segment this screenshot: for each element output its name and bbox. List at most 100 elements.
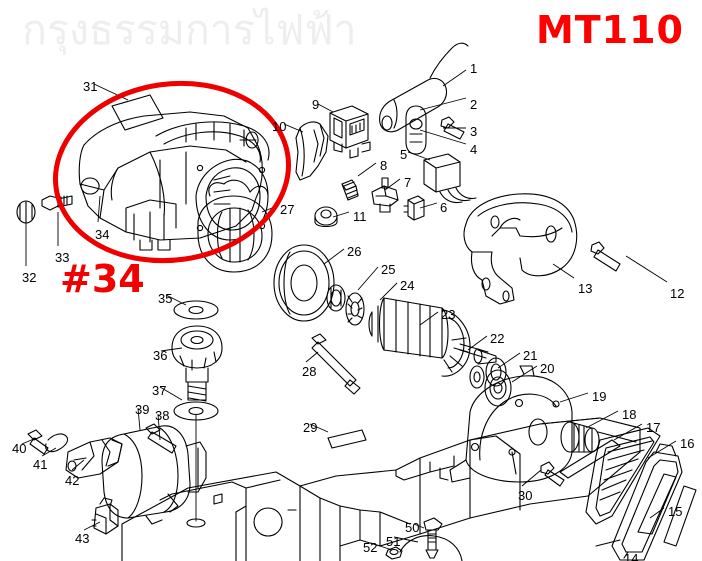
leader-line-40 bbox=[21, 437, 37, 445]
callout-number-25: 25 bbox=[381, 262, 396, 277]
part-21-washer bbox=[469, 365, 485, 389]
part-17-belt bbox=[585, 427, 661, 525]
part-26-ring bbox=[273, 244, 335, 322]
callout-number-35: 35 bbox=[158, 291, 173, 306]
callout-number-50: 50 bbox=[405, 520, 420, 535]
part-5-capacitor bbox=[423, 153, 477, 204]
leader-line-11 bbox=[332, 211, 350, 218]
part-50-bolt bbox=[423, 517, 443, 559]
leader-line-37 bbox=[159, 386, 183, 401]
part-22-bearing bbox=[485, 357, 507, 387]
leader-line-25 bbox=[357, 266, 379, 291]
callout-number-1: 1 bbox=[470, 61, 478, 76]
leader-line-5 bbox=[407, 151, 431, 161]
callout-number-30: 30 bbox=[518, 488, 533, 503]
part-2-cord-grip bbox=[379, 77, 448, 133]
highlight-ellipse bbox=[52, 80, 292, 264]
part-42-bracket bbox=[65, 437, 123, 479]
callout-number-38: 38 bbox=[155, 408, 170, 423]
callout-number-21: 21 bbox=[523, 348, 538, 363]
callout-number-7: 7 bbox=[404, 175, 412, 190]
model-title: MT110 bbox=[535, 8, 684, 52]
callout-number-26: 26 bbox=[347, 244, 362, 259]
leader-line-35 bbox=[165, 294, 187, 306]
callout-number-43: 43 bbox=[75, 531, 90, 546]
callout-number-41: 41 bbox=[33, 457, 48, 472]
callout-number-40: 40 bbox=[12, 441, 27, 456]
part-39-drum bbox=[101, 425, 207, 525]
part-9-switch bbox=[329, 105, 371, 159]
part-52-nut bbox=[385, 546, 403, 560]
callout-number-27: 27 bbox=[280, 202, 295, 217]
leader-line-6 bbox=[419, 202, 438, 209]
leader-line-36 bbox=[160, 347, 183, 352]
part-28-bolt bbox=[311, 333, 361, 395]
callout-number-36: 36 bbox=[153, 348, 168, 363]
leader-line-16 bbox=[647, 440, 677, 459]
callout-number-42: 42 bbox=[65, 473, 80, 488]
leader-line-17 bbox=[613, 423, 643, 441]
callout-number-14: 14 bbox=[624, 551, 639, 561]
part-8-spring bbox=[341, 179, 359, 201]
part-13-handle-shell bbox=[463, 193, 578, 305]
part-16-belt-cover bbox=[611, 443, 683, 561]
leader-line-23 bbox=[419, 311, 439, 326]
leader-line-24 bbox=[379, 282, 398, 301]
callout-number-18: 18 bbox=[622, 407, 637, 422]
leader-line-39 bbox=[137, 407, 141, 431]
part-43-lever bbox=[91, 497, 119, 535]
callout-number-3: 3 bbox=[470, 124, 478, 139]
leader-line-21 bbox=[497, 352, 521, 369]
leader-line-1 bbox=[442, 69, 467, 87]
callout-number-11: 11 bbox=[353, 209, 367, 224]
part-51-clamp bbox=[399, 535, 463, 561]
leader-line-9 bbox=[317, 103, 334, 113]
part-18-pulley bbox=[560, 421, 600, 453]
leader-line-52 bbox=[370, 542, 393, 551]
leader-line-15 bbox=[649, 507, 665, 519]
callout-number-23: 23 bbox=[441, 307, 456, 322]
part-12-screw bbox=[590, 241, 621, 272]
part-36-knob bbox=[171, 325, 223, 402]
leader-line-8 bbox=[357, 162, 377, 177]
callout-number-28: 28 bbox=[302, 364, 317, 379]
callout-number-37: 37 bbox=[152, 383, 167, 398]
watermark-text: กรุงธรรมการไฟฟ้า bbox=[22, 6, 357, 54]
part-4-cord-guard bbox=[405, 105, 427, 155]
leader-line-7 bbox=[384, 178, 401, 191]
callout-number-6: 6 bbox=[440, 200, 448, 215]
callout-number-9: 9 bbox=[312, 97, 320, 112]
part-41-clip bbox=[45, 433, 69, 453]
part-23-armature bbox=[368, 297, 497, 377]
part-1-power-cord bbox=[429, 42, 469, 79]
callout-number-2: 2 bbox=[470, 97, 478, 112]
callout-number-34: 34 bbox=[95, 227, 110, 242]
part-19-gear-housing bbox=[449, 365, 573, 483]
callout-number-52: 52 bbox=[363, 540, 378, 555]
leader-line-51 bbox=[393, 536, 419, 543]
callout-number-10: 10 bbox=[272, 119, 287, 134]
part-25-bearing bbox=[326, 284, 346, 312]
callout-number-15: 15 bbox=[668, 504, 683, 519]
part-32-bushing bbox=[16, 200, 36, 224]
leader-line-18 bbox=[585, 410, 619, 429]
leader-line-2 bbox=[419, 97, 467, 111]
part-14-lower-plate bbox=[595, 539, 621, 547]
leader-line-34 bbox=[97, 195, 101, 223]
callout-number-17: 17 bbox=[646, 420, 661, 435]
leader-line-38 bbox=[157, 413, 161, 441]
part-15-insert bbox=[663, 485, 697, 547]
leader-line-42 bbox=[71, 459, 85, 471]
callout-number-19: 19 bbox=[592, 389, 607, 404]
callout-number-16: 16 bbox=[680, 436, 695, 451]
callout-number-51: 51 bbox=[386, 534, 401, 549]
callout-number-20: 20 bbox=[540, 361, 555, 376]
leader-line-29 bbox=[309, 423, 329, 433]
part-35-washer bbox=[173, 300, 219, 320]
callout-number-33: 33 bbox=[55, 250, 70, 265]
leader-line-43 bbox=[83, 521, 101, 531]
callout-number-12: 12 bbox=[670, 286, 685, 301]
callout-number-22: 22 bbox=[490, 331, 505, 346]
